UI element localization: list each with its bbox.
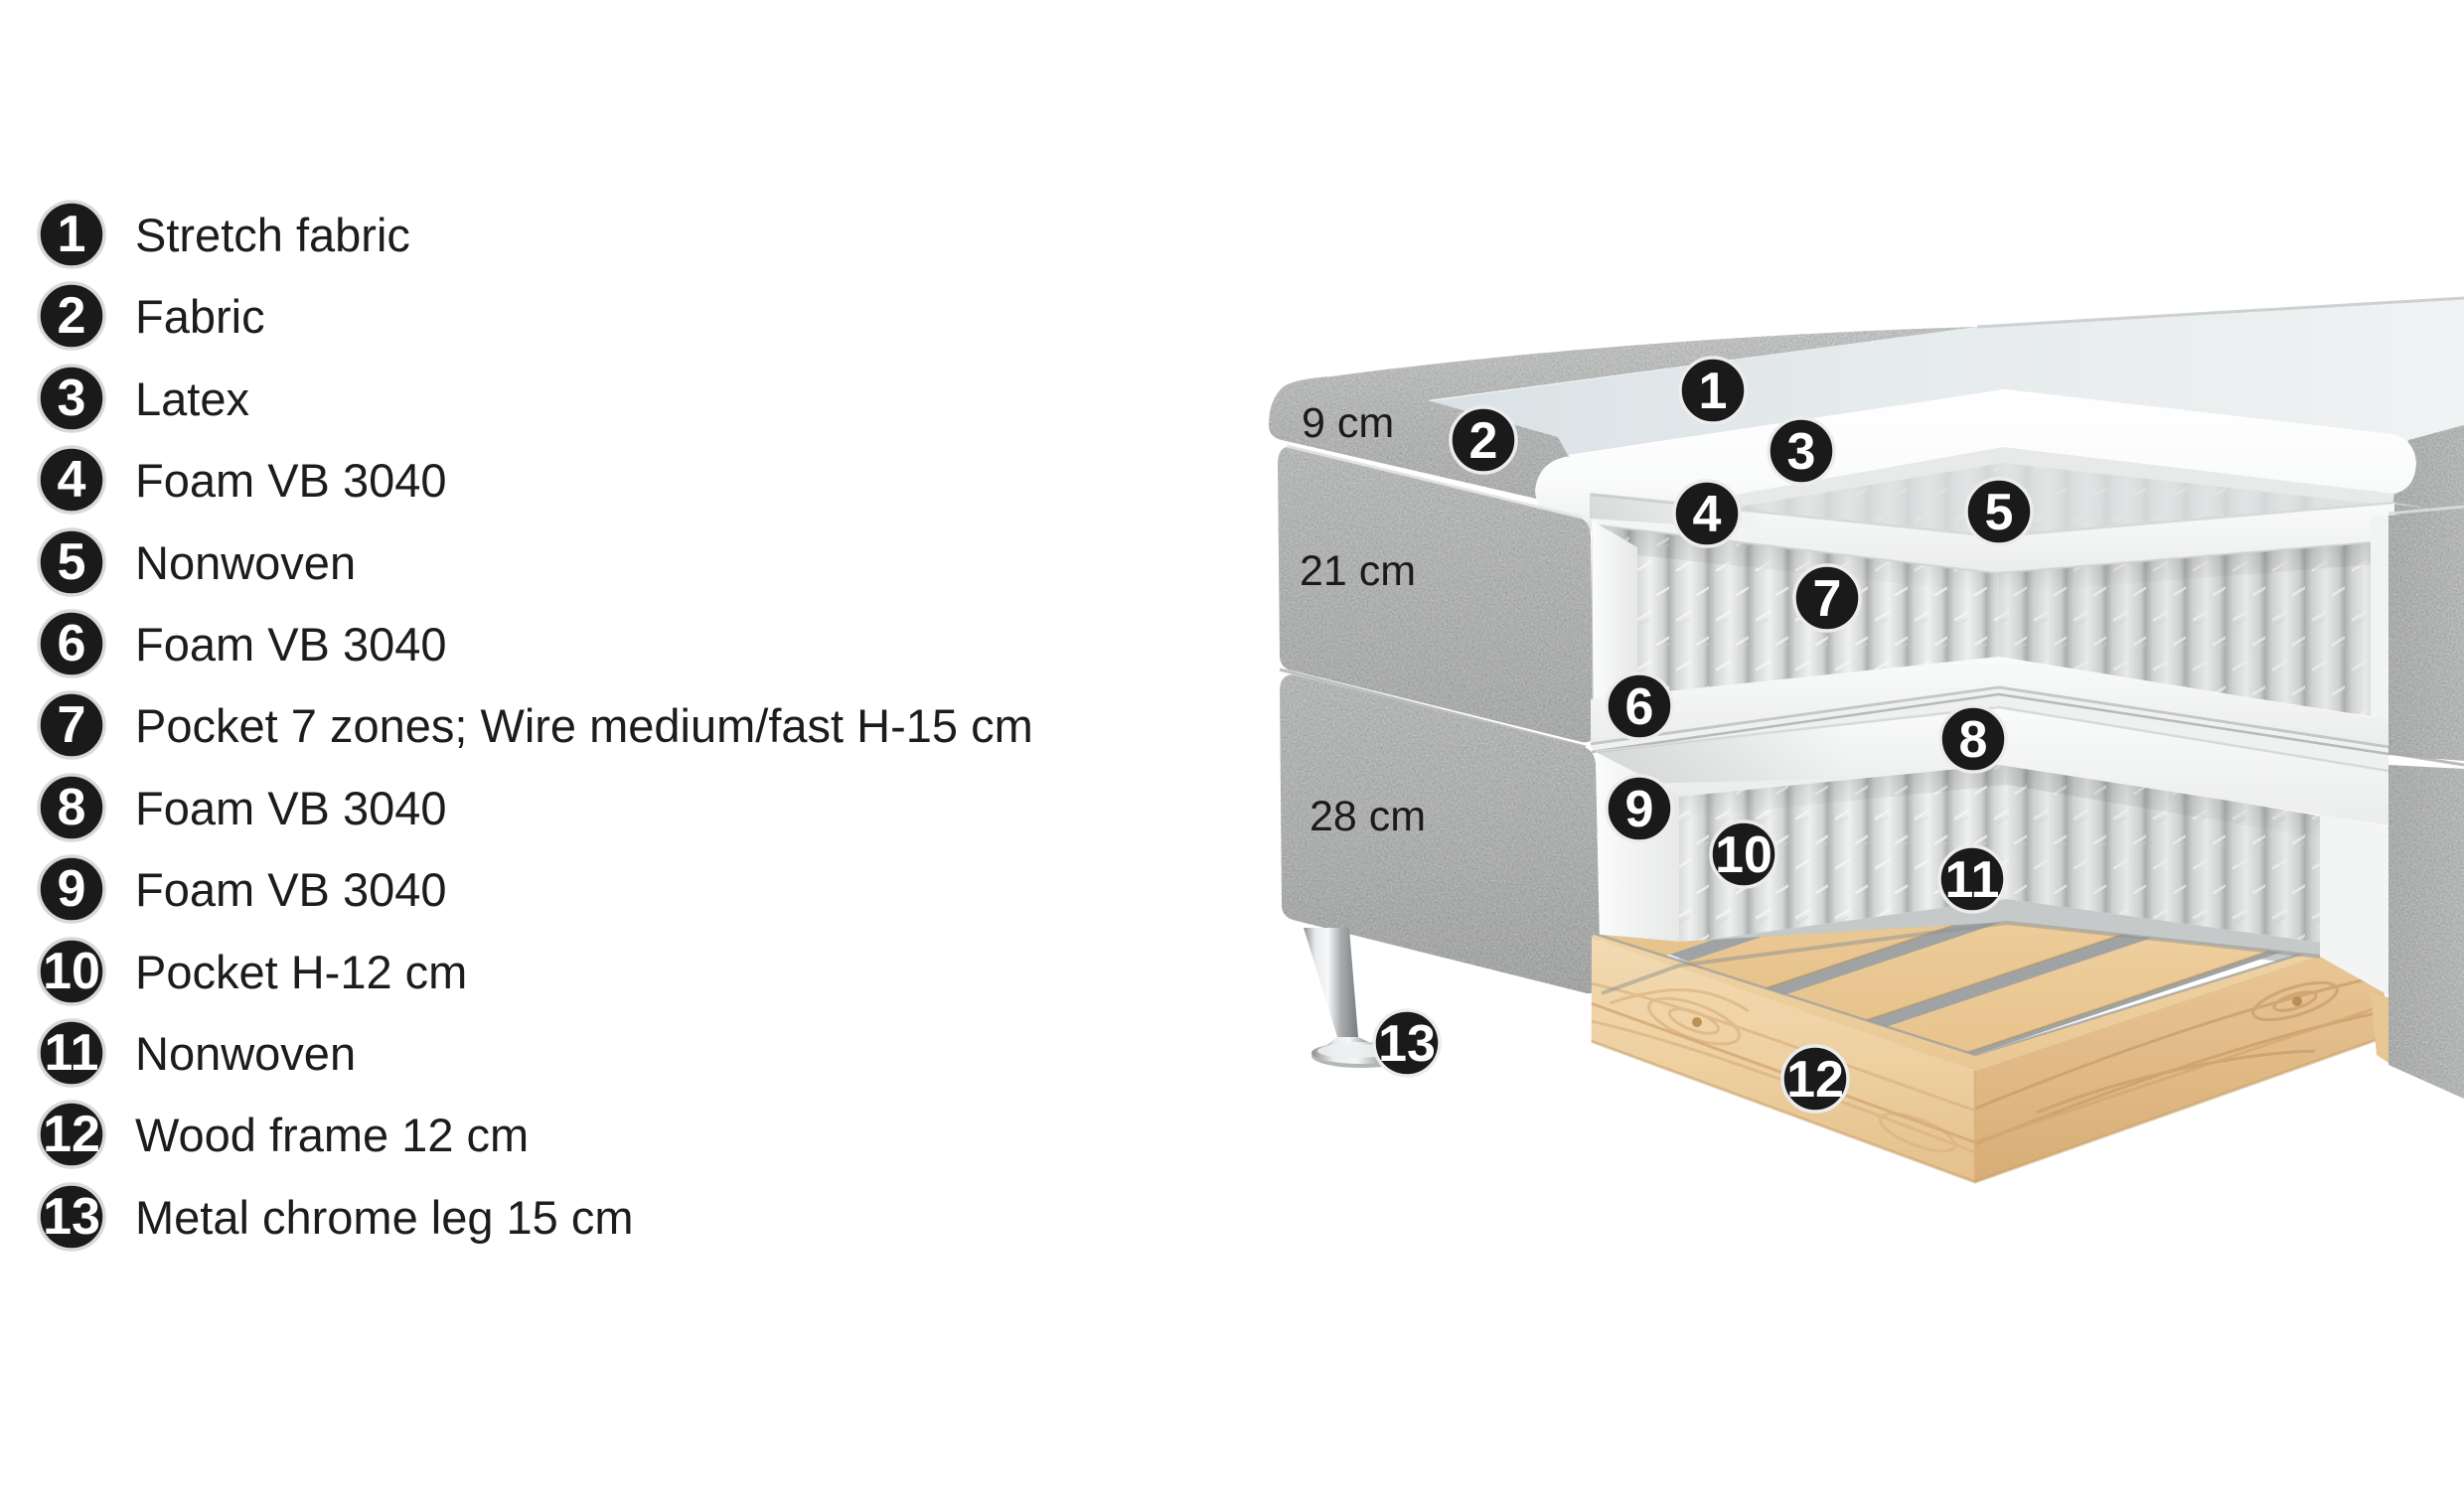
svg-text:4: 4: [1693, 486, 1722, 543]
svg-text:12: 12: [43, 1106, 100, 1163]
svg-text:Nonwoven: Nonwoven: [135, 1027, 356, 1080]
svg-text:13: 13: [43, 1188, 100, 1246]
svg-text:Foam VB 3040: Foam VB 3040: [135, 618, 447, 670]
svg-text:28 cm: 28 cm: [1309, 793, 1426, 840]
svg-text:Wood frame 12 cm: Wood frame 12 cm: [135, 1109, 529, 1161]
svg-text:Foam VB 3040: Foam VB 3040: [135, 454, 447, 507]
svg-text:2: 2: [1469, 412, 1498, 470]
svg-text:12: 12: [1786, 1051, 1844, 1109]
svg-text:3: 3: [1787, 423, 1816, 481]
svg-text:4: 4: [58, 451, 86, 509]
svg-text:10: 10: [43, 943, 100, 1000]
svg-text:Stretch fabric: Stretch fabric: [135, 209, 410, 261]
svg-text:Fabric: Fabric: [135, 290, 265, 343]
svg-text:Nonwoven: Nonwoven: [135, 536, 356, 589]
svg-text:11: 11: [1945, 851, 2000, 909]
svg-text:Foam VB 3040: Foam VB 3040: [135, 782, 447, 834]
svg-text:Pocket 7 zones; Wire medium/fa: Pocket 7 zones; Wire medium/fast H-15 cm: [135, 699, 1033, 752]
svg-text:9: 9: [1625, 781, 1654, 838]
svg-text:1: 1: [1699, 363, 1728, 420]
svg-text:Pocket H-12 cm: Pocket H-12 cm: [135, 946, 467, 998]
svg-text:7: 7: [1813, 570, 1842, 628]
svg-text:21 cm: 21 cm: [1300, 547, 1416, 595]
svg-text:Metal chrome leg 15 cm: Metal chrome leg 15 cm: [135, 1191, 634, 1244]
svg-text:Foam VB 3040: Foam VB 3040: [135, 863, 447, 916]
svg-text:Latex: Latex: [135, 372, 249, 425]
svg-text:11: 11: [45, 1024, 99, 1082]
svg-text:2: 2: [58, 287, 86, 345]
svg-text:8: 8: [58, 779, 86, 836]
svg-text:5: 5: [58, 533, 86, 591]
svg-text:9 cm: 9 cm: [1302, 399, 1394, 447]
svg-text:13: 13: [1378, 1015, 1436, 1073]
svg-text:8: 8: [1959, 711, 1988, 769]
svg-text:3: 3: [58, 370, 86, 427]
svg-text:6: 6: [58, 615, 86, 672]
svg-text:6: 6: [1625, 678, 1654, 736]
svg-text:5: 5: [1985, 484, 2014, 541]
svg-text:10: 10: [1715, 826, 1772, 884]
svg-text:9: 9: [58, 860, 86, 918]
svg-text:7: 7: [58, 696, 86, 754]
svg-text:1: 1: [58, 206, 86, 263]
